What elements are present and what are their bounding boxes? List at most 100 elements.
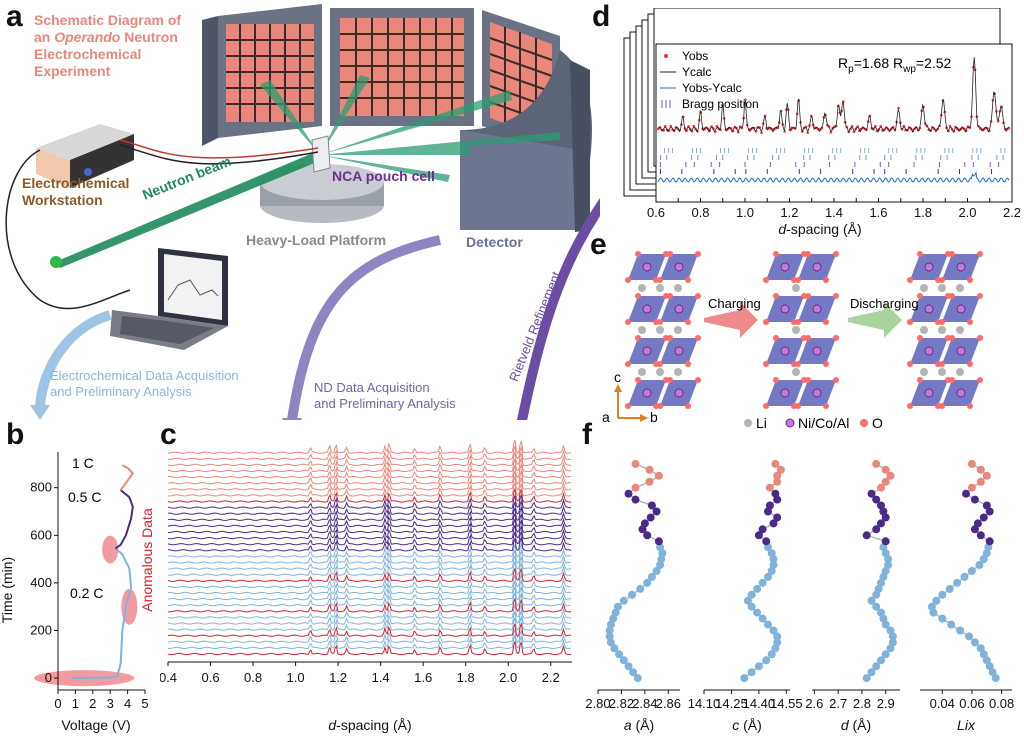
lattice-point bbox=[643, 578, 652, 587]
lattice-point bbox=[773, 632, 782, 641]
lattice-point bbox=[610, 644, 619, 653]
voltage-curve-05C bbox=[114, 489, 134, 550]
f-xtick-label: 0.08 bbox=[989, 696, 1014, 711]
lattice-point bbox=[629, 668, 638, 677]
lattice-point bbox=[947, 620, 956, 629]
lattice-point bbox=[877, 483, 885, 492]
o-atom bbox=[917, 335, 923, 341]
o-atom bbox=[917, 251, 923, 257]
discharging-arrow bbox=[848, 302, 902, 338]
c-xtick-label: 0.6 bbox=[201, 670, 219, 685]
lattice-point bbox=[872, 602, 881, 611]
o-atom bbox=[695, 293, 701, 299]
tm-atom bbox=[642, 304, 652, 314]
lattice-point bbox=[877, 578, 885, 587]
yobs-point bbox=[669, 124, 672, 128]
f-xtick-label: 2.82 bbox=[609, 696, 634, 711]
d-xtick-label: 1.6 bbox=[869, 205, 887, 220]
c-xtick-label: 1.6 bbox=[414, 670, 432, 685]
b-xtick-label: 5 bbox=[141, 696, 148, 711]
c-xtick-label: 1.4 bbox=[372, 670, 390, 685]
o-atom bbox=[685, 403, 691, 409]
f-xtick-label: 2.84 bbox=[632, 696, 657, 711]
o-atom bbox=[763, 319, 769, 325]
o-atom bbox=[635, 335, 641, 341]
lattice-point bbox=[619, 656, 628, 665]
lattice-point bbox=[927, 602, 936, 611]
d-xtick-label: 1.0 bbox=[736, 205, 754, 220]
c-xtick-label: 1.2 bbox=[329, 670, 347, 685]
yobs-point bbox=[744, 98, 747, 102]
lattice-point bbox=[962, 489, 970, 498]
o-atom bbox=[695, 377, 701, 383]
o-atom bbox=[773, 377, 779, 383]
legend-o-marker bbox=[860, 419, 868, 427]
lattice-point bbox=[877, 656, 885, 665]
lattice-point bbox=[636, 584, 645, 593]
lattice-point bbox=[658, 549, 667, 558]
neutron-beam bbox=[55, 150, 322, 268]
lattice-point bbox=[647, 572, 656, 581]
li-atom bbox=[956, 284, 964, 292]
o-atom bbox=[667, 335, 673, 341]
tm-atom bbox=[924, 388, 934, 398]
lattice-point bbox=[872, 459, 881, 468]
lattice-point bbox=[982, 549, 991, 558]
lattice-point bbox=[960, 572, 969, 581]
legend-bragg-marker bbox=[661, 100, 671, 108]
o-atom bbox=[695, 335, 701, 341]
panel-e-letter: e bbox=[590, 228, 607, 261]
yobs-point bbox=[687, 125, 690, 128]
o-atom bbox=[657, 361, 663, 367]
d-xtick-label: 1.8 bbox=[914, 205, 932, 220]
lattice-point bbox=[862, 674, 871, 683]
nd-pattern-line bbox=[167, 550, 572, 564]
laptop bbox=[110, 248, 228, 350]
o-atom bbox=[773, 251, 779, 257]
nd-pattern-line bbox=[167, 507, 572, 521]
electrochemical-workstation bbox=[36, 124, 134, 188]
f-xlabel: a (Å) bbox=[624, 717, 654, 733]
f-xtick-label: 2.80 bbox=[585, 696, 610, 711]
nd-pattern-line bbox=[167, 598, 572, 613]
lattice-point bbox=[631, 483, 640, 492]
o-atom bbox=[795, 403, 801, 409]
f-xtick-label: 2.9 bbox=[877, 696, 895, 711]
f-xtick-label: 2.8 bbox=[853, 696, 871, 711]
lattice-point bbox=[773, 471, 782, 480]
o-atom bbox=[773, 335, 779, 341]
li-atom bbox=[656, 368, 664, 376]
lattice-point bbox=[740, 674, 749, 683]
lattice-point bbox=[881, 513, 890, 522]
lattice-point bbox=[753, 584, 762, 593]
lattice-point bbox=[769, 626, 778, 635]
lattice-point bbox=[965, 632, 973, 641]
lattice-point bbox=[769, 519, 778, 528]
lattice-point bbox=[758, 614, 767, 623]
b-xtick-label: 2 bbox=[89, 696, 96, 711]
yobs-point bbox=[656, 127, 660, 131]
anomalous-data-label: Anomalous Data bbox=[139, 508, 155, 612]
o-atom bbox=[635, 377, 641, 383]
nd-pattern-line bbox=[167, 525, 572, 540]
lattice-point bbox=[953, 578, 962, 587]
nd-pattern-line bbox=[167, 604, 572, 619]
o-atom bbox=[907, 319, 913, 325]
refinement-plot-frame bbox=[655, 43, 1013, 203]
o-atom bbox=[907, 277, 913, 283]
tm-atom bbox=[812, 304, 822, 314]
o-atom bbox=[917, 377, 923, 383]
o-atom bbox=[795, 361, 801, 367]
o-atom bbox=[625, 361, 631, 367]
lattice-point bbox=[771, 489, 780, 498]
tm-atom bbox=[812, 262, 822, 272]
o-atom bbox=[625, 277, 631, 283]
o-atom bbox=[795, 319, 801, 325]
lattice-point bbox=[982, 501, 991, 510]
tm-atom bbox=[674, 304, 684, 314]
o-atom bbox=[685, 277, 691, 283]
li-atom bbox=[792, 368, 800, 376]
